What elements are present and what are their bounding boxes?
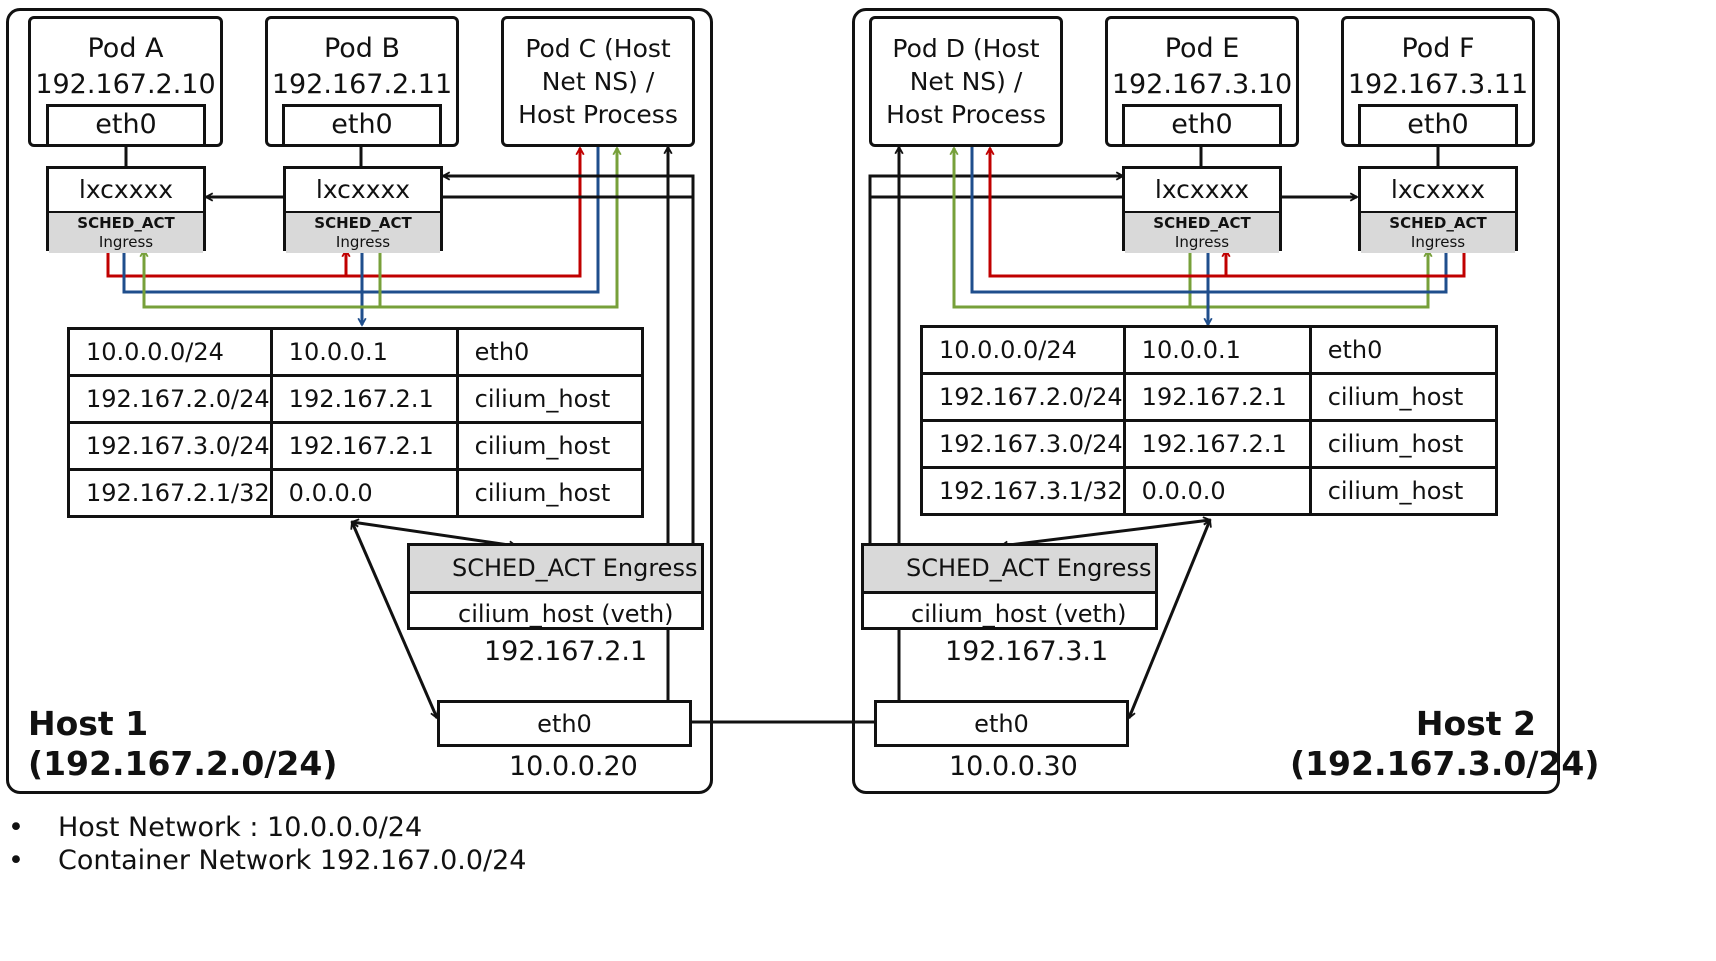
pod-c-line2: Net NS) / xyxy=(541,67,655,96)
pod-d-line2: Net NS) / xyxy=(909,67,1023,96)
lxc-pod-b-prog: SCHED_ACT xyxy=(314,214,412,232)
host2-cilium-host-block: SCHED_ACT Engress cilium_host (veth) xyxy=(861,543,1158,630)
pod-b-name: Pod B xyxy=(323,33,401,64)
note-container-network: Container Network 192.167.0.0/24 xyxy=(58,845,527,876)
pod-e-eth0: eth0 xyxy=(1122,104,1282,147)
lxc-pod-e-prog: SCHED_ACT xyxy=(1153,214,1251,232)
host1-cilium-host-block: SCHED_ACT Engress cilium_host (veth) xyxy=(407,543,704,630)
host2-label-name: Host 2 xyxy=(1415,704,1536,743)
pod-a-name: Pod A xyxy=(87,33,164,64)
lxc-pod-f-name: lxcxxxx xyxy=(1361,169,1515,213)
pod-a-eth0: eth0 xyxy=(46,104,206,147)
pod-c-line3: Host Process xyxy=(518,100,678,129)
table-row: 192.167.2.0/24 192.167.2.1 cilium_host xyxy=(920,372,1499,422)
table-row: 192.167.3.0/24 192.167.2.1 cilium_host xyxy=(920,419,1499,469)
route-gw: 192.167.2.1 xyxy=(1122,372,1312,422)
lxc-pod-a-sched-ingress: SCHED_ACT Ingress xyxy=(49,213,203,253)
host2-cilium-host-ip: 192.167.3.1 xyxy=(945,636,1109,667)
host2-frame xyxy=(852,8,1560,794)
pod-d-line3: Host Process xyxy=(886,100,1046,129)
route-dev: cilium_host xyxy=(1308,466,1499,516)
route-dev: eth0 xyxy=(1308,325,1499,375)
route-dest: 192.167.3.0/24 xyxy=(67,421,273,471)
lxc-pod-f-prog: SCHED_ACT xyxy=(1389,214,1487,232)
lxc-pod-e: lxcxxxx SCHED_ACT Ingress xyxy=(1122,166,1282,253)
route-dest: 192.167.2.0/24 xyxy=(920,372,1126,422)
route-dest: 10.0.0.0/24 xyxy=(920,325,1126,375)
pod-c-line1: Pod C (Host xyxy=(525,34,671,63)
host2-routing-table: 10.0.0.0/24 10.0.0.1 eth0 192.167.2.0/24… xyxy=(920,325,1499,516)
route-dev: cilium_host xyxy=(455,468,645,518)
route-dev: cilium_host xyxy=(455,374,645,424)
route-gw: 192.167.2.1 xyxy=(1122,419,1312,469)
host2-cilium-host-veth: cilium_host (veth) xyxy=(911,600,1127,628)
route-dev: cilium_host xyxy=(455,421,645,471)
route-gw: 192.167.2.1 xyxy=(269,421,459,471)
route-dest: 192.167.2.1/32 xyxy=(67,468,273,518)
table-row: 192.167.2.1/32 0.0.0.0 cilium_host xyxy=(67,468,645,518)
lxc-pod-b: lxcxxxx SCHED_ACT Ingress xyxy=(283,166,443,253)
lxc-pod-b-name: lxcxxxx xyxy=(286,169,440,213)
lxc-pod-f-sched-ingress: SCHED_ACT Ingress xyxy=(1361,213,1515,253)
host1-eth0: eth0 xyxy=(437,700,692,747)
pod-a-ip: 192.167.2.10 xyxy=(35,69,216,100)
host2-sched-egress: SCHED_ACT Engress xyxy=(864,546,1155,594)
note-bullet-1: • xyxy=(8,812,24,843)
pod-e-ip: 192.167.3.10 xyxy=(1111,69,1293,100)
host1-label-cidr: (192.167.2.0/24) xyxy=(28,744,338,783)
table-row: 192.167.2.0/24 192.167.2.1 cilium_host xyxy=(67,374,645,424)
pod-f-eth0: eth0 xyxy=(1358,104,1518,147)
route-dest: 192.167.3.1/32 xyxy=(920,466,1126,516)
host1-routing-table: 10.0.0.0/24 10.0.0.1 eth0 192.167.2.0/24… xyxy=(67,327,645,518)
route-gw: 0.0.0.0 xyxy=(1122,466,1312,516)
host2-eth0-ip: 10.0.0.30 xyxy=(949,751,1078,782)
route-gw: 10.0.0.1 xyxy=(269,327,459,377)
host1-cilium-host-ip: 192.167.2.1 xyxy=(484,636,648,667)
host1-frame xyxy=(6,8,713,794)
lxc-pod-a: lxcxxxx SCHED_ACT Ingress xyxy=(46,166,206,253)
table-row: 192.167.3.1/32 0.0.0.0 cilium_host xyxy=(920,466,1499,516)
route-dest: 192.167.3.0/24 xyxy=(920,419,1126,469)
pod-b-ip: 192.167.2.11 xyxy=(271,69,453,100)
lxc-pod-f-dir: Ingress xyxy=(1410,233,1466,251)
table-row: 10.0.0.0/24 10.0.0.1 eth0 xyxy=(67,327,645,377)
pod-d-host-process: Pod D (Host Net NS) / Host Process xyxy=(869,16,1063,147)
route-gw: 192.167.2.1 xyxy=(269,374,459,424)
lxc-pod-e-name: lxcxxxx xyxy=(1125,169,1279,213)
host1-label-name: Host 1 xyxy=(28,704,149,743)
route-dest: 10.0.0.0/24 xyxy=(67,327,273,377)
host2-label-cidr: (192.167.3.0/24) xyxy=(1290,744,1600,783)
host1-eth0-ip: 10.0.0.20 xyxy=(509,751,638,782)
lxc-pod-f: lxcxxxx SCHED_ACT Ingress xyxy=(1358,166,1518,253)
route-gw: 0.0.0.0 xyxy=(269,468,459,518)
pod-e-name: Pod E xyxy=(1164,33,1240,64)
route-gw: 10.0.0.1 xyxy=(1122,325,1312,375)
pod-c-host-process: Pod C (Host Net NS) / Host Process xyxy=(501,16,695,147)
pod-f-name: Pod F xyxy=(1401,33,1475,64)
host1-sched-egress: SCHED_ACT Engress xyxy=(410,546,701,594)
table-row: 192.167.3.0/24 192.167.2.1 cilium_host xyxy=(67,421,645,471)
lxc-pod-a-name: lxcxxxx xyxy=(49,169,203,213)
lxc-pod-e-dir: Ingress xyxy=(1174,233,1230,251)
pod-f-ip: 192.167.3.11 xyxy=(1347,69,1529,100)
lxc-pod-a-prog: SCHED_ACT xyxy=(77,214,175,232)
lxc-pod-b-sched-ingress: SCHED_ACT Ingress xyxy=(286,213,440,253)
route-dev: cilium_host xyxy=(1308,419,1499,469)
host2-label: Host 2 (192.167.3.0/24) xyxy=(1290,704,1600,784)
note-bullet-2: • xyxy=(8,845,24,876)
route-dev: cilium_host xyxy=(1308,372,1499,422)
route-dev: eth0 xyxy=(455,327,645,377)
lxc-pod-e-sched-ingress: SCHED_ACT Ingress xyxy=(1125,213,1279,253)
host2-eth0: eth0 xyxy=(874,700,1129,747)
host1-cilium-host-veth: cilium_host (veth) xyxy=(458,600,674,628)
host1-label: Host 1 (192.167.2.0/24) xyxy=(28,704,337,784)
lxc-pod-a-dir: Ingress xyxy=(98,233,154,251)
lxc-pod-b-dir: Ingress xyxy=(335,233,391,251)
pod-d-line1: Pod D (Host xyxy=(892,34,1040,63)
pod-b-eth0: eth0 xyxy=(282,104,442,147)
table-row: 10.0.0.0/24 10.0.0.1 eth0 xyxy=(920,325,1499,375)
note-host-network: Host Network : 10.0.0.0/24 xyxy=(58,812,423,843)
route-dest: 192.167.2.0/24 xyxy=(67,374,273,424)
